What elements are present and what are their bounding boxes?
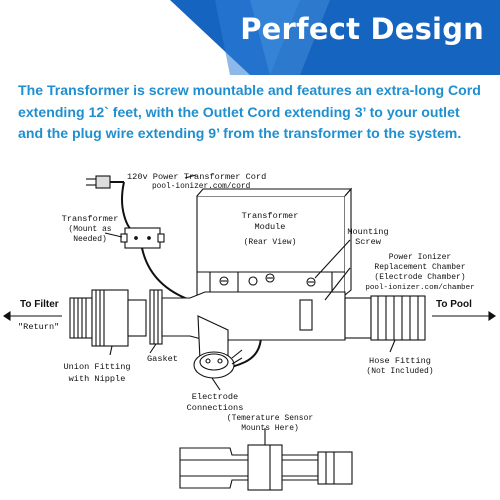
- power-cord-url: pool-ionizer.com/cord: [152, 183, 251, 191]
- electrode-chamber: [161, 291, 346, 379]
- banner-title: Perfect Design: [240, 12, 484, 46]
- mounting-screw-label-1: Mounting: [347, 227, 389, 237]
- sensor-label-2: Mounts Here): [241, 424, 299, 433]
- gasket: [149, 289, 163, 345]
- union-fitting-label-2: with Nipple: [68, 374, 126, 384]
- chamber-label-2: Replacement Chamber: [374, 263, 466, 272]
- chamber-url: pool-ionizer.com/chamber: [365, 284, 475, 292]
- hose-fitting-label-2: (Not Included): [366, 367, 434, 376]
- transformer-note-2: Needed): [73, 235, 107, 244]
- hose-fitting-label-1: Hose Fitting: [369, 356, 431, 366]
- to-filter-label: To Filter: [20, 299, 59, 310]
- power-plug-icon: [86, 175, 124, 189]
- return-label: "Return": [18, 322, 60, 332]
- electrode-label-2: Connections: [186, 403, 244, 413]
- transformer-label: Transformer: [61, 214, 119, 224]
- gasket-label: Gasket: [147, 354, 178, 364]
- hose-fitting: [344, 295, 426, 341]
- intro-text: The Transformer is screw mountable and f…: [18, 82, 481, 141]
- transformer-module: [196, 187, 353, 296]
- transformer-note-1: (Mount as: [68, 225, 112, 234]
- union-fitting: [69, 289, 147, 347]
- chamber-side-view: [179, 444, 353, 491]
- module-label-2: Module: [254, 222, 286, 232]
- chamber-label-1: Power Ionizer: [388, 253, 452, 262]
- to-pool-label: To Pool: [436, 299, 472, 310]
- chamber-label-3: (Electrode Chamber): [374, 273, 466, 282]
- union-fitting-label-1: Union Fitting: [63, 362, 131, 372]
- module-view-label: (Rear View): [243, 238, 297, 247]
- mounting-screw-label-2: Screw: [355, 237, 381, 247]
- power-cord-label: 120v Power Transformer Cord: [127, 172, 267, 182]
- module-label-1: Transformer: [241, 211, 299, 221]
- electrode-label-1: Electrode: [191, 392, 239, 402]
- sensor-label-1: (Temerature Sensor: [226, 414, 314, 423]
- header-banner: [0, 0, 500, 75]
